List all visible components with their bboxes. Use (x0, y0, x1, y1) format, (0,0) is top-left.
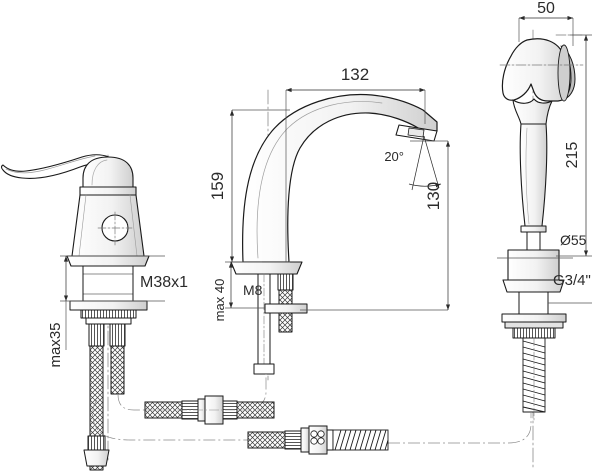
dim-shower-head-width: 50 (537, 0, 555, 17)
hose-coupling-lower (247, 425, 389, 455)
dim-spout-outlet-height: 130 (424, 182, 443, 210)
dim-spout-outlet-angle: 20° (384, 149, 404, 164)
spout-view (230, 89, 438, 381)
hose-route-right (388, 412, 532, 444)
handle-lock-nut (80, 309, 137, 319)
shower-lock-nut (512, 327, 556, 339)
spout-base-flange (230, 261, 303, 275)
hose-route-lower (92, 399, 248, 441)
handle-hose-right (109, 323, 126, 395)
handle-shank (82, 265, 134, 302)
shower-neck (512, 98, 553, 125)
shower-base-flange (502, 279, 565, 293)
spout-m8-nut (264, 303, 308, 314)
dim-shower-base-diameter: Ø55 (560, 232, 587, 248)
handle-hose-end-nut (87, 435, 106, 451)
spout-tailpiece-end (253, 363, 275, 375)
spout-aerator-insert (407, 127, 425, 138)
handle-view (0, 154, 150, 471)
handle-body-edge-right (129, 194, 138, 257)
shower-handle-ring (520, 225, 547, 233)
shower-base-body (507, 249, 560, 281)
dim-spout-max-depth: max 40 (212, 279, 227, 322)
shower-handle (519, 123, 548, 227)
handle-spacer (85, 317, 132, 325)
shower-face-ellipse (557, 44, 571, 102)
spout-body (242, 93, 438, 263)
handle-collar (79, 186, 137, 196)
dim-shower-connection: G3/4" (553, 272, 591, 289)
shower-shank (518, 291, 549, 315)
handle-hose-end-fitting (83, 449, 110, 467)
dim-spout-height: 159 (208, 172, 227, 200)
shower-washer-upper (501, 313, 567, 323)
shower-washer-lower (504, 321, 564, 329)
hoses-view (92, 374, 532, 455)
hose-coupling-upper (144, 395, 275, 425)
handle-cap (82, 156, 134, 188)
handle-base-flange (66, 255, 150, 267)
dim-spout-reach: 132 (341, 65, 369, 84)
shower-dimensions (497, 15, 592, 304)
shower-stem (526, 231, 541, 251)
handle-cap-highlight (91, 159, 108, 186)
handle-dimensions (60, 255, 165, 350)
handle-lever-highlight (5, 155, 96, 174)
spout-stud-collar (277, 273, 294, 291)
shower-handle-highlight (525, 127, 530, 225)
handle-body-edge-left (78, 194, 87, 257)
dim-spout-thread: M8 (243, 282, 263, 298)
hose-route-left (117, 393, 145, 411)
handle-washer (69, 300, 148, 311)
shower-view (499, 29, 584, 471)
spout-dimensions (225, 87, 451, 311)
coiled-hose-section (332, 429, 389, 451)
dim-shower-length: 215 (564, 142, 581, 169)
dim-handle-thread: M38x1 (140, 274, 188, 291)
dim-handle-max-depth: max35 (47, 322, 64, 367)
